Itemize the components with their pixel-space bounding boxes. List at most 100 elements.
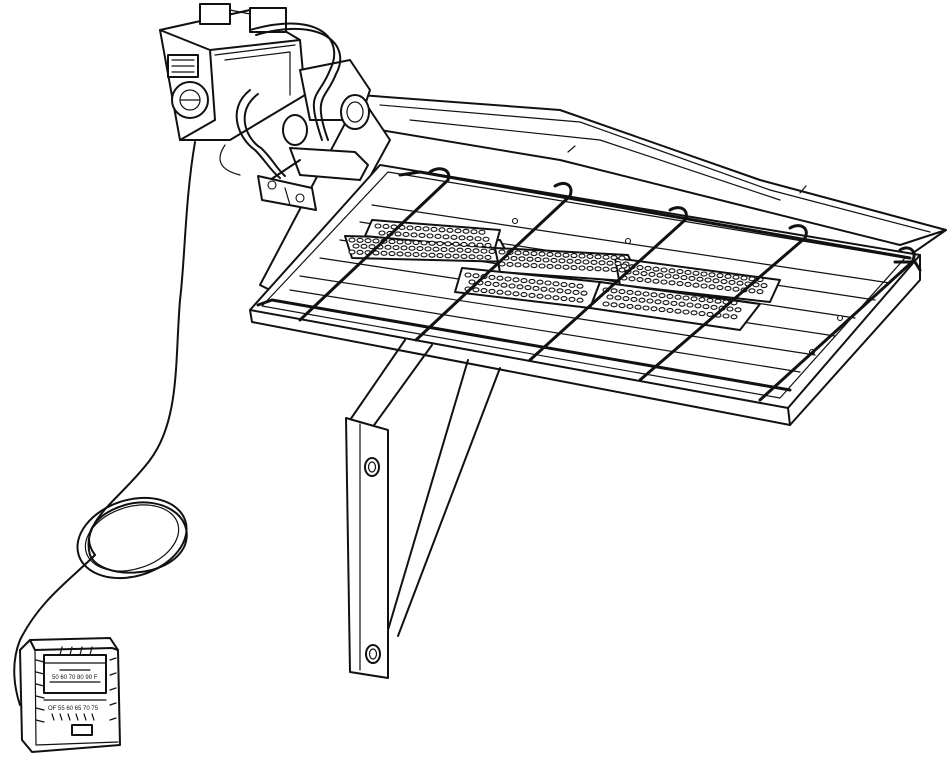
burner-hole	[544, 280, 552, 286]
burner-hole	[684, 269, 692, 275]
burner-hole	[658, 307, 666, 313]
burner-hole	[590, 259, 598, 265]
burner-hole	[676, 281, 684, 287]
burner-hole	[598, 260, 606, 266]
burner-hole	[436, 252, 444, 259]
burner-hole	[700, 271, 708, 277]
burner-hole	[388, 239, 396, 245]
burner-hole	[560, 282, 568, 288]
burner-hole	[560, 296, 568, 302]
burner-hole	[520, 278, 528, 284]
burner-hole	[416, 246, 424, 252]
burner-hole	[664, 273, 672, 279]
burner-hole	[748, 276, 756, 282]
burner-hole	[374, 223, 382, 229]
burner-hole	[368, 244, 376, 250]
burner-hole	[586, 253, 594, 259]
wall-mounting-bracket	[345, 339, 501, 679]
burner-hole	[726, 306, 734, 312]
burner-hole	[526, 256, 534, 262]
burner-hole	[480, 288, 488, 294]
burner-hole	[522, 262, 530, 268]
burner-hole	[406, 225, 414, 231]
burner-hole	[648, 271, 656, 277]
burner-hole	[360, 243, 368, 249]
burner-hole	[656, 272, 664, 278]
burner-hole	[692, 270, 700, 276]
burner-hole	[694, 303, 702, 309]
burner-hole	[610, 288, 618, 294]
burner-hole	[472, 287, 480, 293]
burner-hole	[714, 298, 722, 304]
burner-hole	[508, 283, 516, 289]
burner-hole	[644, 277, 652, 283]
burner-hole	[636, 277, 644, 283]
burner-hole	[528, 278, 536, 284]
burner-hole	[634, 290, 642, 296]
burner-hole	[410, 232, 418, 238]
burner-hole	[488, 248, 496, 254]
burner-hole	[752, 282, 760, 288]
burner-hole	[408, 245, 416, 251]
burner-hole	[740, 275, 748, 281]
burner-hole	[514, 250, 522, 256]
burner-hole	[666, 307, 674, 313]
burner-hole	[636, 265, 644, 271]
burner-hole	[554, 252, 562, 258]
burner-hole	[530, 251, 538, 257]
burner-hole	[472, 273, 480, 279]
burner-hole	[682, 309, 690, 315]
burner-hole	[544, 294, 552, 300]
burner-hole	[444, 241, 452, 247]
burner-hole	[378, 230, 386, 236]
burner-hole	[564, 289, 572, 295]
gas-control-valve	[159, 3, 371, 146]
burner-hole	[722, 313, 730, 319]
burner-hole	[556, 288, 564, 294]
burner-hole	[352, 243, 360, 249]
burner-hole	[716, 273, 724, 279]
burner-hole	[356, 237, 364, 243]
burner-hole	[576, 283, 584, 289]
burner-hole	[652, 266, 660, 272]
burner-hole	[468, 279, 476, 285]
burner-hole	[396, 251, 404, 257]
burner-hole	[532, 285, 540, 291]
burner-hole	[356, 249, 364, 255]
burner-hole	[464, 247, 472, 254]
burner-hole	[706, 297, 714, 303]
burner-hole	[558, 258, 566, 264]
burner-hole	[372, 238, 380, 244]
burner-hole	[668, 268, 676, 274]
burner-hole	[424, 246, 432, 252]
burner-hole	[578, 265, 586, 271]
burner-hole	[622, 296, 630, 302]
burner-hole	[426, 233, 434, 239]
burner-hole	[456, 247, 464, 253]
burner-hole	[620, 263, 628, 269]
burner-hole	[756, 289, 764, 295]
burner-hole	[534, 257, 542, 263]
burner-hole	[440, 246, 448, 253]
burner-hole	[710, 304, 718, 310]
burner-hole	[730, 314, 738, 320]
burner-hole	[348, 249, 356, 255]
burner-hole	[602, 301, 610, 307]
burner-hole	[642, 291, 650, 297]
burner-hole	[384, 244, 392, 250]
burner-hole	[626, 303, 634, 309]
burner-hole	[476, 254, 484, 260]
burner-hole	[736, 280, 744, 286]
thermostat-slider	[71, 724, 93, 736]
burner-hole	[428, 252, 436, 258]
burner-hole	[460, 241, 468, 248]
burner-hole	[420, 240, 428, 246]
burner-hole	[626, 289, 634, 295]
burner-hole	[348, 237, 356, 243]
burner-hole	[614, 261, 622, 267]
burner-hole	[464, 272, 472, 278]
burner-hole	[530, 263, 538, 269]
burner-hole	[428, 240, 436, 246]
burner-hole	[536, 279, 544, 285]
burner-hole	[660, 267, 668, 273]
